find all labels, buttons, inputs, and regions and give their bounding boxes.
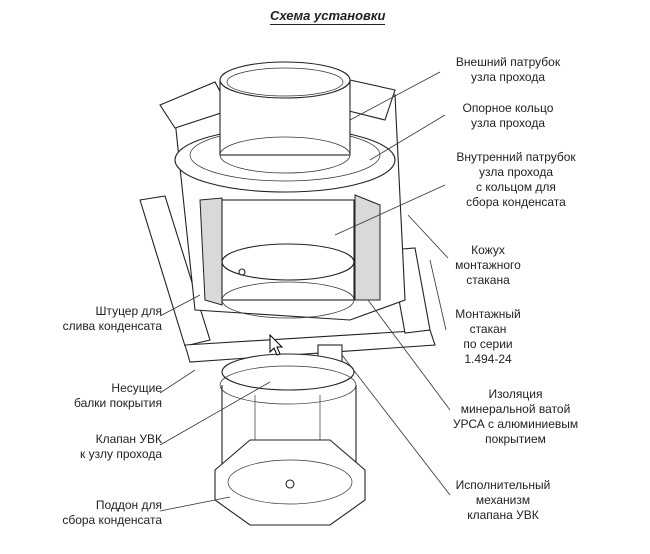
roof-beam-left — [139, 195, 211, 347]
mouse-cursor-icon — [269, 333, 284, 356]
insulation-hatch — [199, 194, 381, 306]
diagram-title: Схема установки — [270, 8, 386, 25]
leader-lines — [159, 71, 451, 512]
outer-pipe — [219, 61, 351, 174]
inner-pipe — [221, 199, 355, 319]
condensate-tray — [214, 439, 366, 526]
valve-body — [219, 353, 357, 470]
